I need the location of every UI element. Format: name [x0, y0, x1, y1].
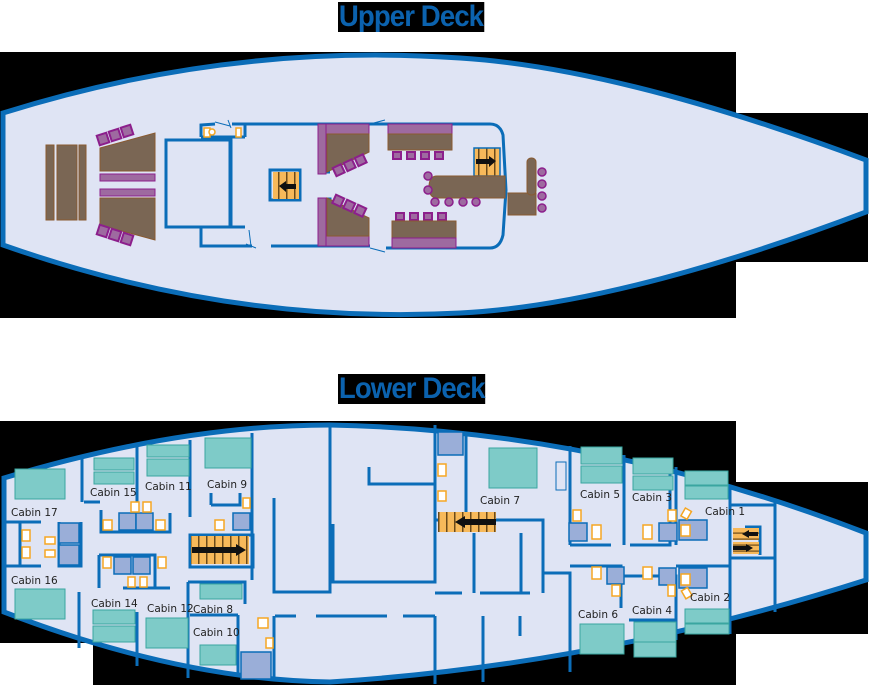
cabin-7-label[interactable]: Cabin 7: [480, 495, 520, 507]
cabin-12-label[interactable]: Cabin 12: [147, 603, 194, 615]
cabin-labels: Cabin 1 Cabin 2 Cabin 3 Cabin 4 Cabin 5 …: [11, 479, 745, 639]
lower-berths: [14, 437, 730, 666]
arrow-left-icon: [455, 516, 496, 528]
cabin-14-label[interactable]: Cabin 14: [91, 598, 138, 610]
cabin-1-label[interactable]: Cabin 1: [705, 506, 745, 518]
lower-toilets: [21, 463, 693, 649]
lower-deck-title: Lower Deck: [338, 372, 486, 405]
lounge-settees: [317, 123, 457, 249]
upper-toilet: [203, 127, 242, 138]
upper-deck: [0, 52, 869, 318]
cabin-4-label[interactable]: Cabin 4: [632, 605, 672, 617]
cabin-7-bench: [555, 461, 567, 491]
arrow-right-icon: [192, 544, 246, 556]
cabin-3-label[interactable]: Cabin 3: [632, 492, 672, 504]
lower-stairs: [191, 512, 759, 564]
cabin-5-label[interactable]: Cabin 5: [580, 489, 620, 501]
upper-stairs: [273, 147, 501, 199]
cabin-9-label[interactable]: Cabin 9: [207, 479, 247, 491]
upper-doors: [214, 119, 386, 253]
aft-bench: [45, 144, 87, 221]
cabin-2-label[interactable]: Cabin 2: [690, 592, 730, 604]
cabin-6-label[interactable]: Cabin 6: [578, 609, 618, 621]
cabin-16-label[interactable]: Cabin 16: [11, 575, 58, 587]
cabin-10-label[interactable]: Cabin 10: [193, 627, 240, 639]
cabin-15-label[interactable]: Cabin 15: [90, 487, 137, 499]
cabin-11-label[interactable]: Cabin 11: [145, 481, 192, 493]
cabin-8-label[interactable]: Cabin 8: [193, 604, 233, 616]
aft-dining-tables: [95, 123, 156, 247]
lower-walls: [4, 425, 777, 684]
arrow-left-icon: [742, 530, 758, 538]
arrow-right-icon: [476, 156, 496, 167]
arrow-right-icon: [733, 544, 753, 552]
upper-deck-title: Upper Deck: [338, 0, 485, 33]
bar-counter: [423, 157, 547, 216]
arrow-left-icon: [279, 181, 296, 192]
lower-deck: Cabin 1 Cabin 2 Cabin 3 Cabin 4 Cabin 5 …: [0, 421, 869, 685]
cabin-17-label[interactable]: Cabin 17: [11, 507, 58, 519]
lower-showers: [58, 431, 708, 680]
